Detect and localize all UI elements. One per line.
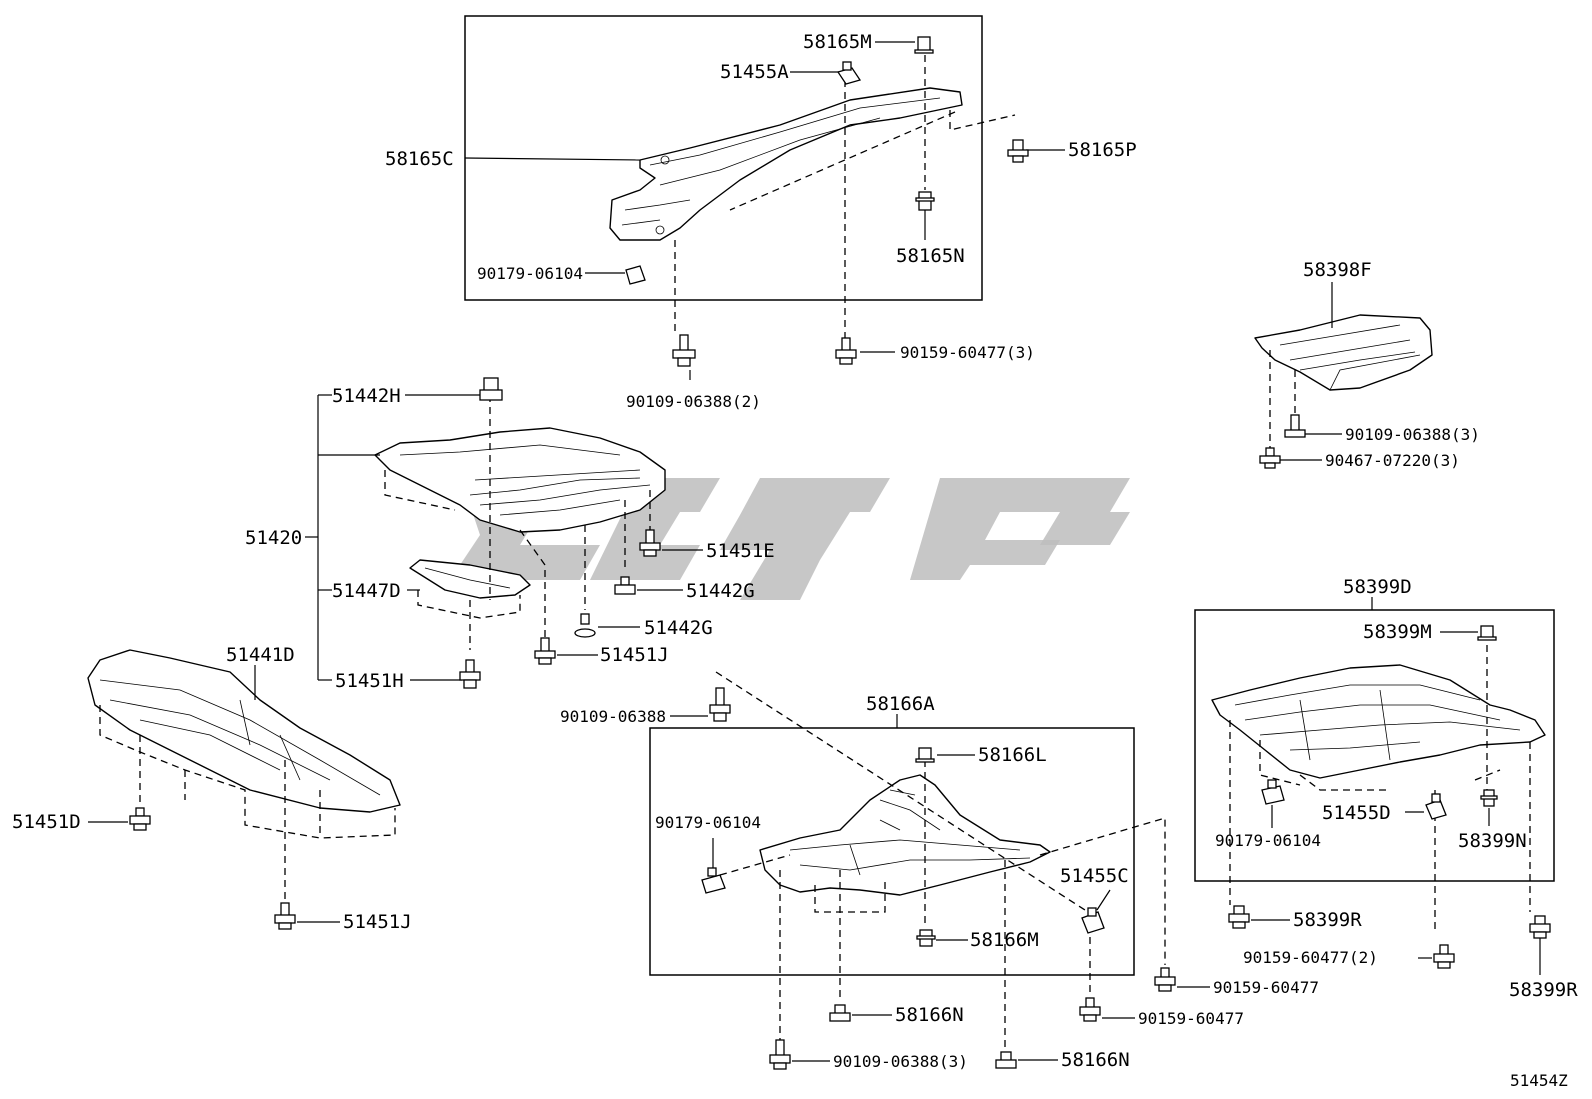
bolt-51451J-low — [274, 902, 296, 930]
label-51451E: 51451E — [706, 540, 775, 562]
bolt-51451J-mid — [534, 637, 556, 665]
label-51451D: 51451D — [12, 811, 81, 833]
clip-58399N — [1480, 789, 1498, 807]
label-58399D: 58399D — [1343, 576, 1412, 598]
label-58166L: 58166L — [978, 744, 1047, 766]
part-58165C-shape — [609, 87, 963, 241]
label-51442G-a: 51442G — [686, 580, 755, 602]
bolt-51451D — [129, 807, 151, 831]
label-90159-60477-3: 90159-60477(3) — [900, 343, 1035, 362]
part-51441D-shape — [87, 649, 401, 813]
bolt-90109-right — [1284, 414, 1306, 438]
part-51420-shape — [374, 427, 666, 533]
leader-58165C — [464, 157, 641, 161]
label-58166N-b: 58166N — [1061, 1049, 1130, 1071]
label-90109-06388-3-right: 90109-06388(3) — [1345, 425, 1480, 444]
label-51455A: 51455A — [720, 61, 789, 83]
clip-58166M — [916, 929, 936, 947]
bolt-58399R-a — [1228, 905, 1250, 929]
label-58165N: 58165N — [896, 245, 965, 267]
bolt-90159-mid-a — [1154, 967, 1176, 992]
label-51447D: 51447D — [332, 580, 401, 602]
label-51455C: 51455C — [1060, 865, 1129, 887]
bolt-90159-top — [835, 337, 857, 365]
label-51451J-mid: 51451J — [600, 644, 669, 666]
label-51420: 51420 — [245, 527, 302, 549]
bolt-90159-mid-b — [1079, 997, 1101, 1022]
label-51442G-b: 51442G — [644, 617, 713, 639]
clip-58399M — [1477, 625, 1497, 641]
nut-90179-mid — [701, 867, 726, 894]
clip-90179-top — [625, 265, 646, 285]
bolt-90159-right — [1433, 944, 1455, 969]
clip-58166N-b — [995, 1051, 1017, 1069]
label-90109-06388-3-bottom: 90109-06388(3) — [833, 1052, 968, 1071]
clip-51442G-a — [614, 576, 636, 595]
clip-58165M — [914, 36, 934, 54]
nut-90467 — [1259, 447, 1281, 469]
bolt-90109-top — [672, 334, 696, 367]
label-58166M: 58166M — [970, 929, 1039, 951]
bolt-58399R-b — [1529, 915, 1551, 939]
label-51441D: 51441D — [226, 644, 295, 666]
label-58399M: 58399M — [1363, 621, 1432, 643]
group-box-58399D — [1194, 609, 1555, 882]
label-90109-06388-mid: 90109-06388 — [560, 707, 666, 726]
bolt-90109-mid — [709, 687, 731, 722]
clip-58165N — [915, 191, 935, 211]
label-90467-07220-3: 90467-07220(3) — [1325, 451, 1460, 470]
nut-51455A — [836, 61, 862, 85]
label-90179-06104-right: 90179-06104 — [1215, 831, 1321, 850]
label-58399R-b: 58399R — [1509, 979, 1578, 1001]
label-90109-06388-2: 90109-06388(2) — [626, 392, 761, 411]
label-58399R-a: 58399R — [1293, 909, 1362, 931]
nut-90179-right — [1261, 779, 1285, 805]
label-90159-60477-2: 90159-60477(2) — [1243, 948, 1378, 967]
bolt-51451H — [459, 659, 481, 689]
bolt-51451E — [639, 529, 661, 557]
clip-58166L — [915, 747, 935, 763]
label-58166N-a: 58166N — [895, 1004, 964, 1026]
bolt-90109-bottom — [769, 1039, 791, 1070]
clip-51442G-b — [574, 613, 596, 638]
clip-51442H — [479, 377, 503, 401]
label-90179-06104-top: 90179-06104 — [477, 264, 583, 283]
label-51451J-low: 51451J — [343, 911, 412, 933]
label-51442H: 51442H — [332, 385, 401, 407]
part-58399D-shape — [1211, 664, 1546, 779]
label-51455D: 51455D — [1322, 802, 1391, 824]
part-58166A-shape — [759, 774, 1051, 896]
label-51451H: 51451H — [335, 670, 404, 692]
part-51447D-shape — [409, 559, 531, 599]
label-58165P: 58165P — [1068, 139, 1137, 161]
nut-51455C — [1081, 907, 1105, 934]
label-58398F: 58398F — [1303, 259, 1372, 281]
label-90159-60477-mid-a: 90159-60477 — [1213, 978, 1319, 997]
label-58165M: 58165M — [803, 31, 872, 53]
leader-51455C — [1096, 889, 1111, 911]
part-58398F-shape — [1254, 314, 1433, 391]
clip-58165P — [1007, 139, 1029, 163]
label-58166A: 58166A — [866, 693, 935, 715]
label-90159-60477-mid-b: 90159-60477 — [1138, 1009, 1244, 1028]
clip-58166N-a — [829, 1004, 851, 1022]
label-90179-06104-mid: 90179-06104 — [655, 813, 761, 832]
label-58399N: 58399N — [1458, 830, 1527, 852]
diagram-code: 51454Z — [1510, 1071, 1568, 1090]
nut-51455D — [1425, 793, 1447, 820]
label-58165C: 58165C — [385, 148, 454, 170]
group-box-58166A — [649, 727, 1135, 976]
